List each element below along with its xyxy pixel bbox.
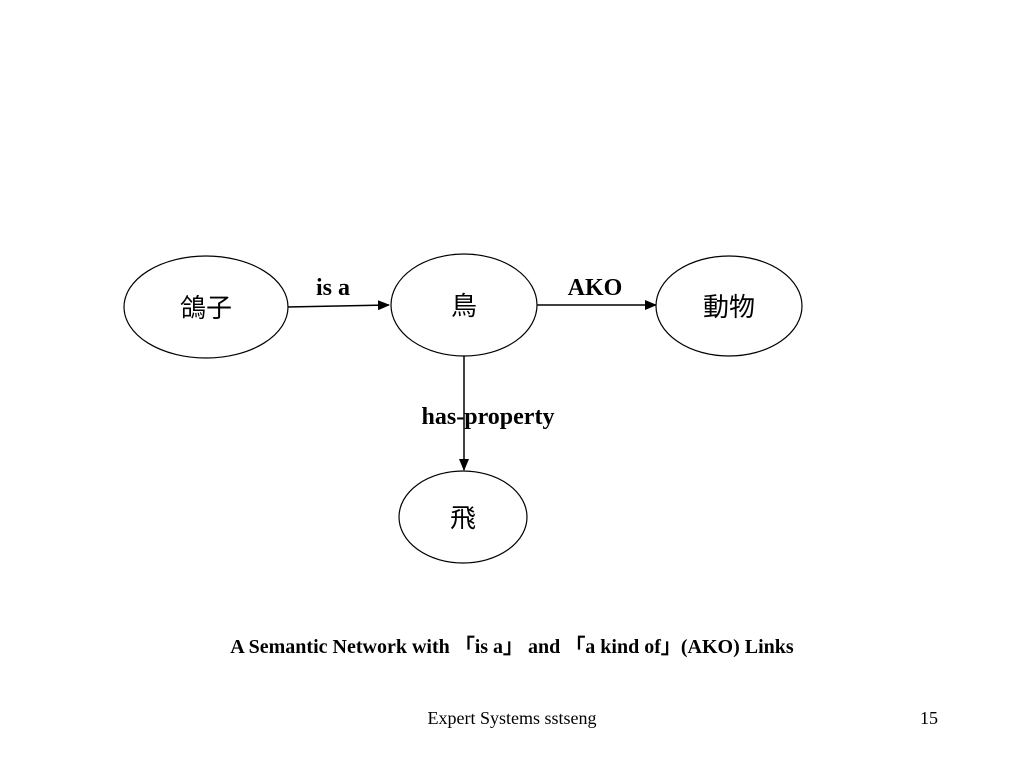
node-pigeon-label: 鴿子 [180, 294, 232, 324]
node-fly: 飛 [398, 470, 528, 564]
edge-label-has-property: has-property [422, 404, 555, 430]
node-bird-label: 鳥 [451, 292, 477, 322]
node-fly-ellipse [398, 470, 528, 564]
node-pigeon: 鴿子 [123, 255, 289, 359]
edge-label-ako: AKO [568, 275, 623, 301]
node-fly-label: 飛 [450, 504, 476, 534]
page-number: 15 [920, 708, 938, 728]
node-animal: 動物 [655, 255, 803, 357]
node-animal-label: 動物 [703, 293, 755, 323]
node-pigeon-ellipse [123, 255, 289, 359]
edge-pigeon-to-bird [286, 300, 390, 311]
node-bird-ellipse [390, 253, 538, 357]
edge-label-is-a: is a [316, 275, 350, 301]
diagram-caption: A Semantic Network with 「is a」 and 「a ki… [230, 636, 794, 658]
footer-title: Expert Systems sstseng [427, 708, 597, 728]
node-bird: 鳥 [390, 253, 538, 357]
node-animal-ellipse [655, 255, 803, 357]
